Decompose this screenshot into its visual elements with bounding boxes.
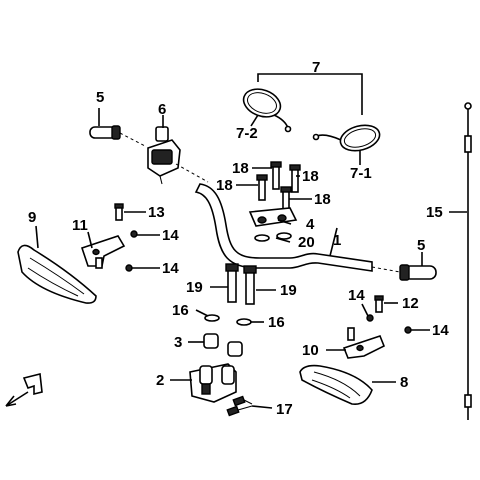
bolt-14c bbox=[366, 314, 374, 322]
callout-19-b: 19 bbox=[280, 282, 297, 299]
callout-15: 15 bbox=[426, 204, 443, 221]
washers-20 bbox=[254, 232, 292, 242]
callout-4: 4 bbox=[306, 216, 315, 233]
callout-14-a: 14 bbox=[162, 227, 179, 244]
nuts-17 bbox=[226, 395, 253, 417]
rubbers-3 bbox=[203, 333, 243, 357]
bracket-7 bbox=[257, 73, 363, 115]
leader-lines bbox=[35, 108, 467, 409]
callout-7: 7 bbox=[312, 59, 320, 76]
callout-16-b: 16 bbox=[268, 314, 285, 331]
callout-14-d: 14 bbox=[432, 322, 449, 339]
mirror-left bbox=[242, 88, 292, 133]
callout-2: 2 bbox=[156, 372, 164, 389]
holder-lower-2 bbox=[189, 363, 237, 403]
grip-right bbox=[399, 264, 437, 281]
callout-16-a: 16 bbox=[172, 302, 189, 319]
callout-7-2: 7-2 bbox=[236, 125, 258, 142]
callout-18-a: 18 bbox=[232, 160, 249, 177]
bolt-14a bbox=[130, 230, 138, 238]
callout-14-c: 14 bbox=[348, 287, 365, 304]
callout-8: 8 bbox=[400, 374, 408, 391]
callout-5-left: 5 bbox=[96, 89, 104, 106]
hand-guard-left bbox=[17, 244, 97, 304]
callout-18-b: 18 bbox=[302, 168, 319, 185]
callout-14-b: 14 bbox=[162, 260, 179, 277]
callout-9: 9 bbox=[28, 209, 36, 226]
callout-18-c: 18 bbox=[216, 177, 233, 194]
callout-17: 17 bbox=[276, 401, 293, 418]
bolt-13 bbox=[114, 203, 124, 221]
bolt-12 bbox=[374, 295, 384, 313]
callout-11: 11 bbox=[72, 217, 88, 234]
callout-7-1: 7-1 bbox=[350, 165, 372, 182]
callout-3: 3 bbox=[174, 334, 182, 351]
switch-assembly-left bbox=[147, 126, 181, 185]
bolts-18 bbox=[256, 161, 301, 213]
arrow-icon bbox=[5, 373, 43, 407]
callout-13: 13 bbox=[148, 204, 165, 221]
callout-20: 20 bbox=[298, 234, 315, 251]
hand-guard-right bbox=[299, 364, 373, 406]
callout-5-right: 5 bbox=[417, 237, 425, 254]
washers-16 bbox=[204, 314, 252, 326]
bolts-19 bbox=[225, 263, 257, 305]
handlebar bbox=[194, 183, 373, 272]
mirror-right bbox=[312, 124, 381, 152]
throttle-cable bbox=[464, 102, 472, 420]
bracket-left-11 bbox=[80, 235, 126, 269]
callout-19-a: 19 bbox=[186, 279, 203, 296]
callout-12: 12 bbox=[402, 295, 419, 312]
callout-1: 1 bbox=[333, 232, 341, 249]
callout-6: 6 bbox=[158, 101, 166, 118]
callout-18-d: 18 bbox=[314, 191, 331, 208]
bracket-right-10 bbox=[342, 327, 386, 359]
grip-left bbox=[89, 125, 121, 140]
callout-10: 10 bbox=[302, 342, 319, 359]
